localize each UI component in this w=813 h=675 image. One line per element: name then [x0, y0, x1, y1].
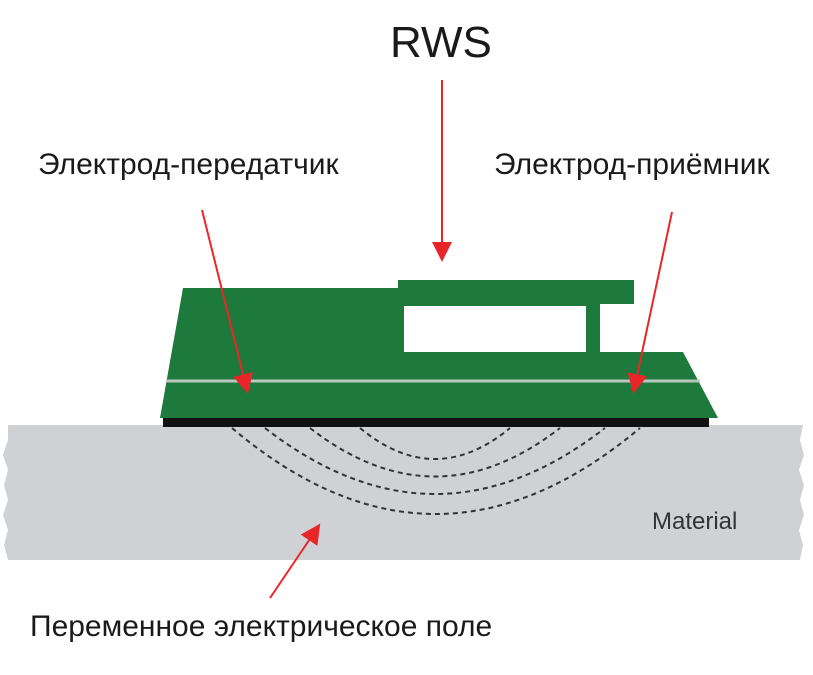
arrow-field	[269, 523, 321, 599]
field-label: Переменное электрическое поле	[30, 610, 493, 643]
transmitter-label: Электрод-передатчик	[38, 148, 339, 181]
sensor-window	[404, 306, 586, 352]
diagram-title: RWS	[390, 18, 492, 67]
material-label: Material	[652, 508, 738, 535]
field-lines	[231, 427, 641, 515]
arrow-transmitter	[201, 209, 253, 394]
arrow-receiver	[627, 211, 673, 394]
receiver-label: Электрод-приёмник	[494, 148, 770, 181]
electrode-strip	[163, 416, 709, 427]
